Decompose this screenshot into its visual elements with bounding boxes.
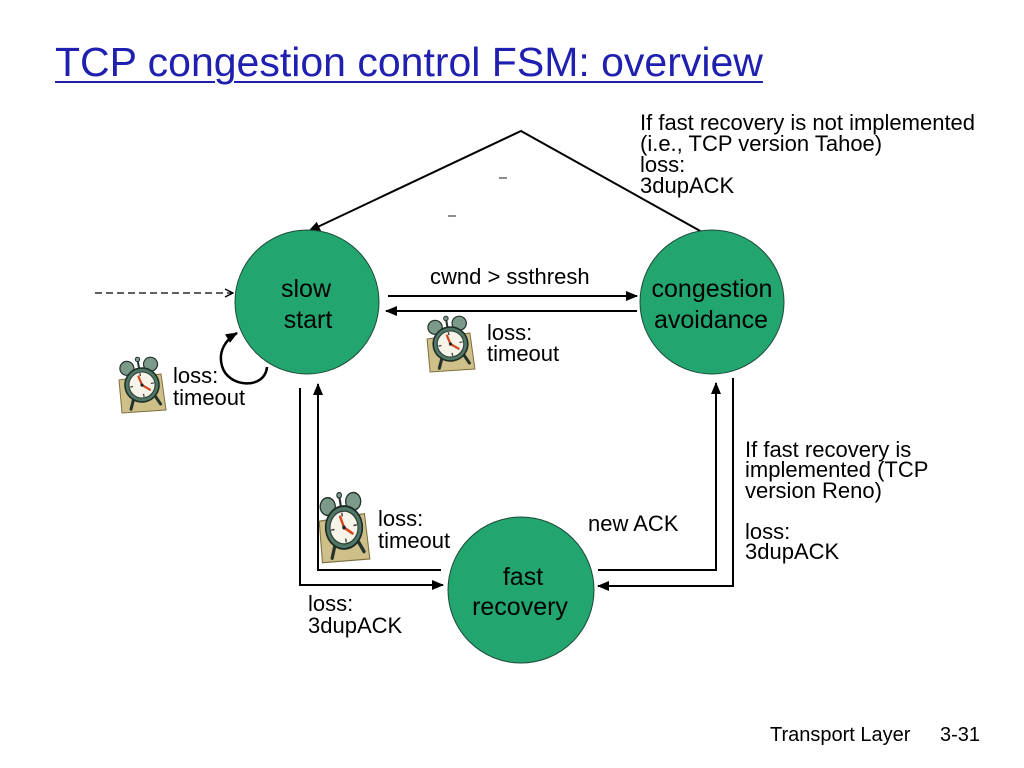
note-line: version Reno) xyxy=(745,478,882,503)
note-tahoe: If fast recovery is not implemented (i.e… xyxy=(640,110,975,198)
transition-label-line: loss: xyxy=(308,591,353,616)
alarm-clock-icon xyxy=(316,486,372,564)
transition-label-line: loss: xyxy=(378,506,423,531)
state-label: start xyxy=(284,306,333,334)
state-label: congestion xyxy=(652,275,773,303)
state-node xyxy=(234,229,380,375)
state-node xyxy=(447,516,595,664)
transition-label-line: timeout xyxy=(378,528,450,553)
note-line: (i.e., TCP version Tahoe) xyxy=(640,131,882,156)
transition-arrow-ca-to-ss-tahoe xyxy=(308,129,712,238)
note-line: loss: xyxy=(745,519,790,544)
state-fast-recovery: fast recovery xyxy=(447,516,595,664)
note-line: 3dupACK xyxy=(640,173,735,198)
transition-label-fr-to-ss: loss: timeout xyxy=(378,506,450,553)
slide-number: 3-31 xyxy=(940,724,981,746)
alarm-clock-icon xyxy=(116,352,168,414)
state-congestion-avoidance: congestion avoidance xyxy=(639,229,785,375)
footer-section-label: Transport Layer xyxy=(770,724,911,746)
note-line: If fast recovery is not implemented xyxy=(640,110,975,135)
transition-label-ss-self-loop: loss: timeout xyxy=(173,363,245,410)
state-slow-start: slow start xyxy=(234,229,380,375)
transition-arrow-fr-to-ca xyxy=(598,382,721,571)
state-label: slow xyxy=(281,275,332,303)
state-label: recovery xyxy=(472,593,568,621)
note-line: implemented (TCP xyxy=(745,457,928,482)
note-line: loss: xyxy=(640,152,685,177)
note-reno: If fast recovery is implemented (TCP ver… xyxy=(745,437,928,564)
transition-label-line: timeout xyxy=(487,341,559,366)
state-label: fast xyxy=(503,563,543,591)
slide-title: TCP congestion control FSM: overview xyxy=(55,39,763,85)
transition-label-line: loss: xyxy=(173,363,218,388)
transition-arrow-fr-to-ss xyxy=(313,383,441,571)
transition-label-line: 3dupACK xyxy=(308,613,403,638)
alarm-clock-icon xyxy=(424,311,477,373)
transition-label-ca-to-ss-timeout: loss: timeout xyxy=(487,320,559,366)
transition-label-ss-to-ca: cwnd > ssthresh xyxy=(430,264,590,289)
transition-label-ss-to-fr: loss: 3dupACK xyxy=(308,591,403,638)
note-line: 3dupACK xyxy=(745,539,840,564)
state-node xyxy=(639,229,785,375)
transition-label-line: loss: xyxy=(487,320,532,345)
transition-arrow-ss-self-loop xyxy=(219,331,269,385)
note-line: If fast recovery is xyxy=(745,437,911,462)
transition-label-line: timeout xyxy=(173,385,245,410)
transition-arrow-ss-to-fr xyxy=(299,388,444,590)
state-label: avoidance xyxy=(654,306,768,334)
transition-arrow-ca-to-fr xyxy=(597,378,734,591)
transition-label-fr-to-ca: new ACK xyxy=(588,511,679,536)
